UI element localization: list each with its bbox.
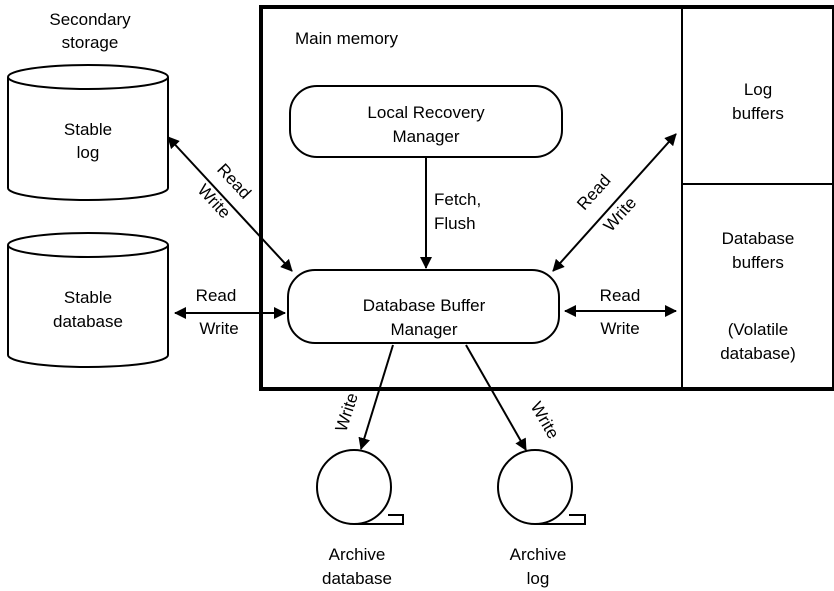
archive-db-write-arrow	[358, 344, 394, 450]
database-buffer-manager-box: Database Buffer Manager	[287, 269, 560, 344]
stable-database-label-line1: Stable	[64, 288, 112, 307]
db-buffers-write-label: Write	[600, 319, 639, 338]
stable-log-label-line2: log	[77, 143, 100, 162]
secondary-storage-heading: Secondary storage	[49, 10, 131, 52]
stable-log-read-write-arrow	[167, 136, 293, 272]
stable-db-read-label: Read	[196, 286, 237, 305]
stable-database-cylinder: Stable database	[7, 232, 169, 368]
database-buffers-region: Database buffers (Volatile database)	[720, 229, 796, 363]
archive-log-write-label: Write	[527, 398, 563, 442]
stable-log-label-line1: Stable	[64, 120, 112, 139]
log-buffers-read-write-arrow	[552, 133, 677, 272]
secondary-storage-label-line2: storage	[62, 33, 119, 52]
archive-log-tape: Archive log	[497, 449, 586, 588]
log-buffers-write-label: Write	[600, 193, 640, 235]
archive-database-label-line1: Archive	[329, 545, 386, 564]
main-memory-label: Main memory	[295, 29, 398, 48]
archive-database-tape: Archive database	[316, 449, 404, 588]
stable-db-write-label: Write	[199, 319, 238, 338]
database-buffer-manager-label-line1: Database Buffer	[363, 296, 486, 315]
archive-log-label-line2: log	[527, 569, 550, 588]
archive-database-label-line2: database	[322, 569, 392, 588]
log-buffers-label-line2: buffers	[732, 104, 784, 123]
log-buffers-region: Log buffers	[732, 80, 784, 123]
db-buffers-read-label: Read	[600, 286, 641, 305]
archive-db-write-label: Write	[332, 391, 362, 434]
stable-log-cylinder: Stable log	[7, 64, 169, 201]
secondary-storage-label-line1: Secondary	[49, 10, 131, 29]
local-recovery-manager-label-line1: Local Recovery	[367, 103, 485, 122]
log-buffers-read-label: Read	[573, 171, 614, 214]
archive-log-write-arrow	[465, 344, 527, 451]
log-buffers-label-line1: Log	[744, 80, 772, 99]
database-buffers-label-line4: database)	[720, 344, 796, 363]
database-buffers-label-line1: Database	[722, 229, 795, 248]
stable-database-label-line2: database	[53, 312, 123, 331]
database-buffers-label-line2: buffers	[732, 253, 784, 272]
fetch-flush-label-line2: Flush	[434, 214, 476, 233]
archive-log-label-line1: Archive	[510, 545, 567, 564]
local-recovery-manager-label-line2: Manager	[392, 127, 459, 146]
database-buffer-manager-label-line2: Manager	[390, 320, 457, 339]
database-buffers-label-line3: (Volatile	[728, 320, 788, 339]
fetch-flush-label-line1: Fetch,	[434, 190, 481, 209]
local-recovery-manager-box: Local Recovery Manager	[289, 85, 563, 158]
